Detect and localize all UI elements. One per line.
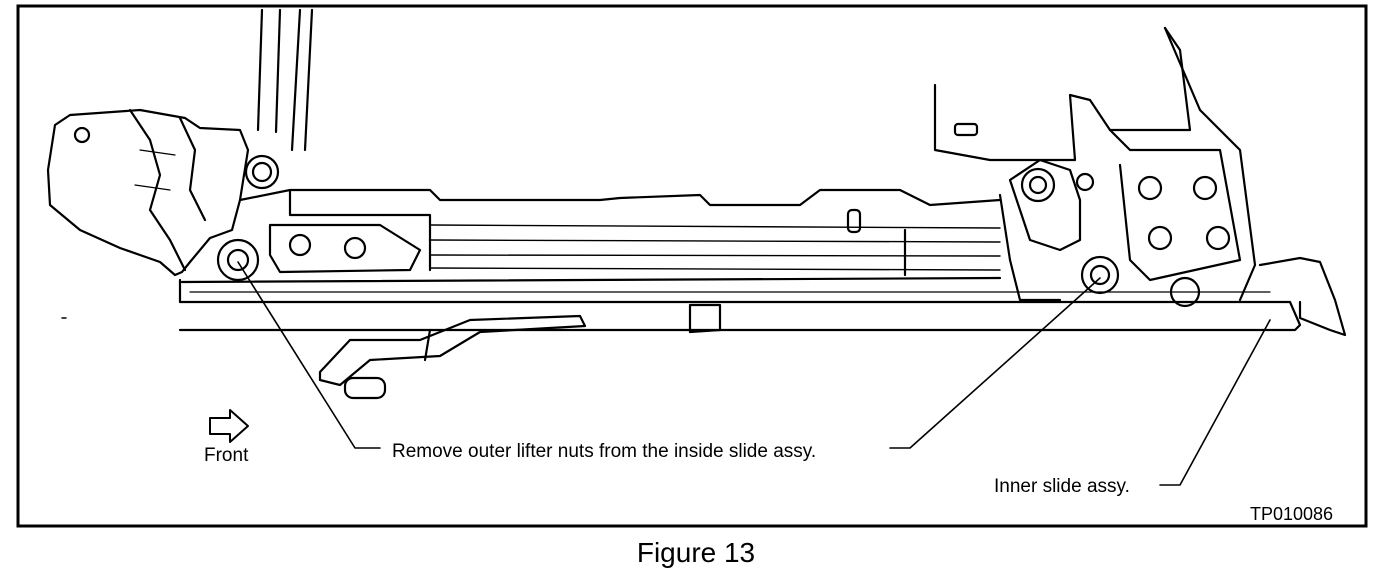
left-bracket-fold-2: [178, 116, 207, 222]
right-bolt-1: [1137, 175, 1163, 201]
link-plate-hole-2: [343, 236, 367, 260]
left-bracket-fold: [128, 108, 187, 272]
lower-stopper: [343, 376, 387, 400]
right-support: [998, 193, 1062, 302]
outer-rail-bottom: [178, 278, 1302, 332]
rail-slot: [846, 208, 862, 234]
lifter-nuts-callout: Remove outer lifter nuts from the inside…: [392, 441, 817, 462]
link-plate: [268, 223, 422, 274]
left-bracket-shade: [134, 149, 176, 191]
right-bolt-4: [1205, 225, 1231, 251]
upper-left-bolt: [244, 154, 280, 190]
left-bracket-hole: [73, 126, 91, 144]
figure-frame: [16, 4, 1368, 528]
right-lifter-nut-center: [1089, 264, 1111, 286]
inner-slide-callout: Inner slide assy.: [994, 476, 1130, 497]
right-bolt-5: [1075, 172, 1095, 192]
upper-left-bolt-head: [251, 161, 273, 183]
right-frame-slot: [953, 122, 979, 137]
slide-assembly-drawing: [46, 8, 1347, 486]
lower-hook-tab: [423, 328, 432, 362]
right-bracket-plate: [1108, 128, 1242, 282]
left-lifter-nut: [216, 238, 260, 282]
leader-left-nut: [237, 261, 381, 449]
inner-slide-end-tab: [1258, 256, 1347, 337]
outer-rail-top-edge: [180, 276, 1002, 284]
lower-hook: [318, 314, 587, 387]
upper-rail-front-block: [288, 188, 432, 272]
link-plate-hole-1: [288, 233, 312, 257]
right-frame-edge: [1163, 26, 1257, 302]
left-lifter-nut-center: [226, 248, 250, 272]
figure-caption: Figure 13: [636, 537, 756, 568]
right-lifter-nut: [1080, 255, 1120, 295]
right-link-eye-inner: [1028, 175, 1048, 195]
right-bottom-bolt: [1169, 276, 1201, 308]
upper-rail-top: [238, 188, 1002, 207]
drawing-code: TP010086: [1250, 504, 1334, 524]
lower-clip: [688, 303, 722, 334]
right-upper-frame: [933, 26, 1192, 162]
right-bolt-3: [1147, 225, 1173, 251]
right-bolt-2: [1192, 175, 1218, 201]
right-link-eye: [1020, 167, 1056, 203]
right-arrow-outline-icon: [209, 409, 249, 443]
left-rod: [256, 8, 314, 152]
upper-rail-ribs: [429, 224, 1001, 271]
left-bracket: [46, 108, 250, 277]
right-link-arm: [1008, 158, 1082, 252]
front-direction-label: Front: [204, 445, 249, 466]
leader-right-nut: [889, 277, 1101, 449]
leader-inner-slide: [1159, 319, 1271, 486]
